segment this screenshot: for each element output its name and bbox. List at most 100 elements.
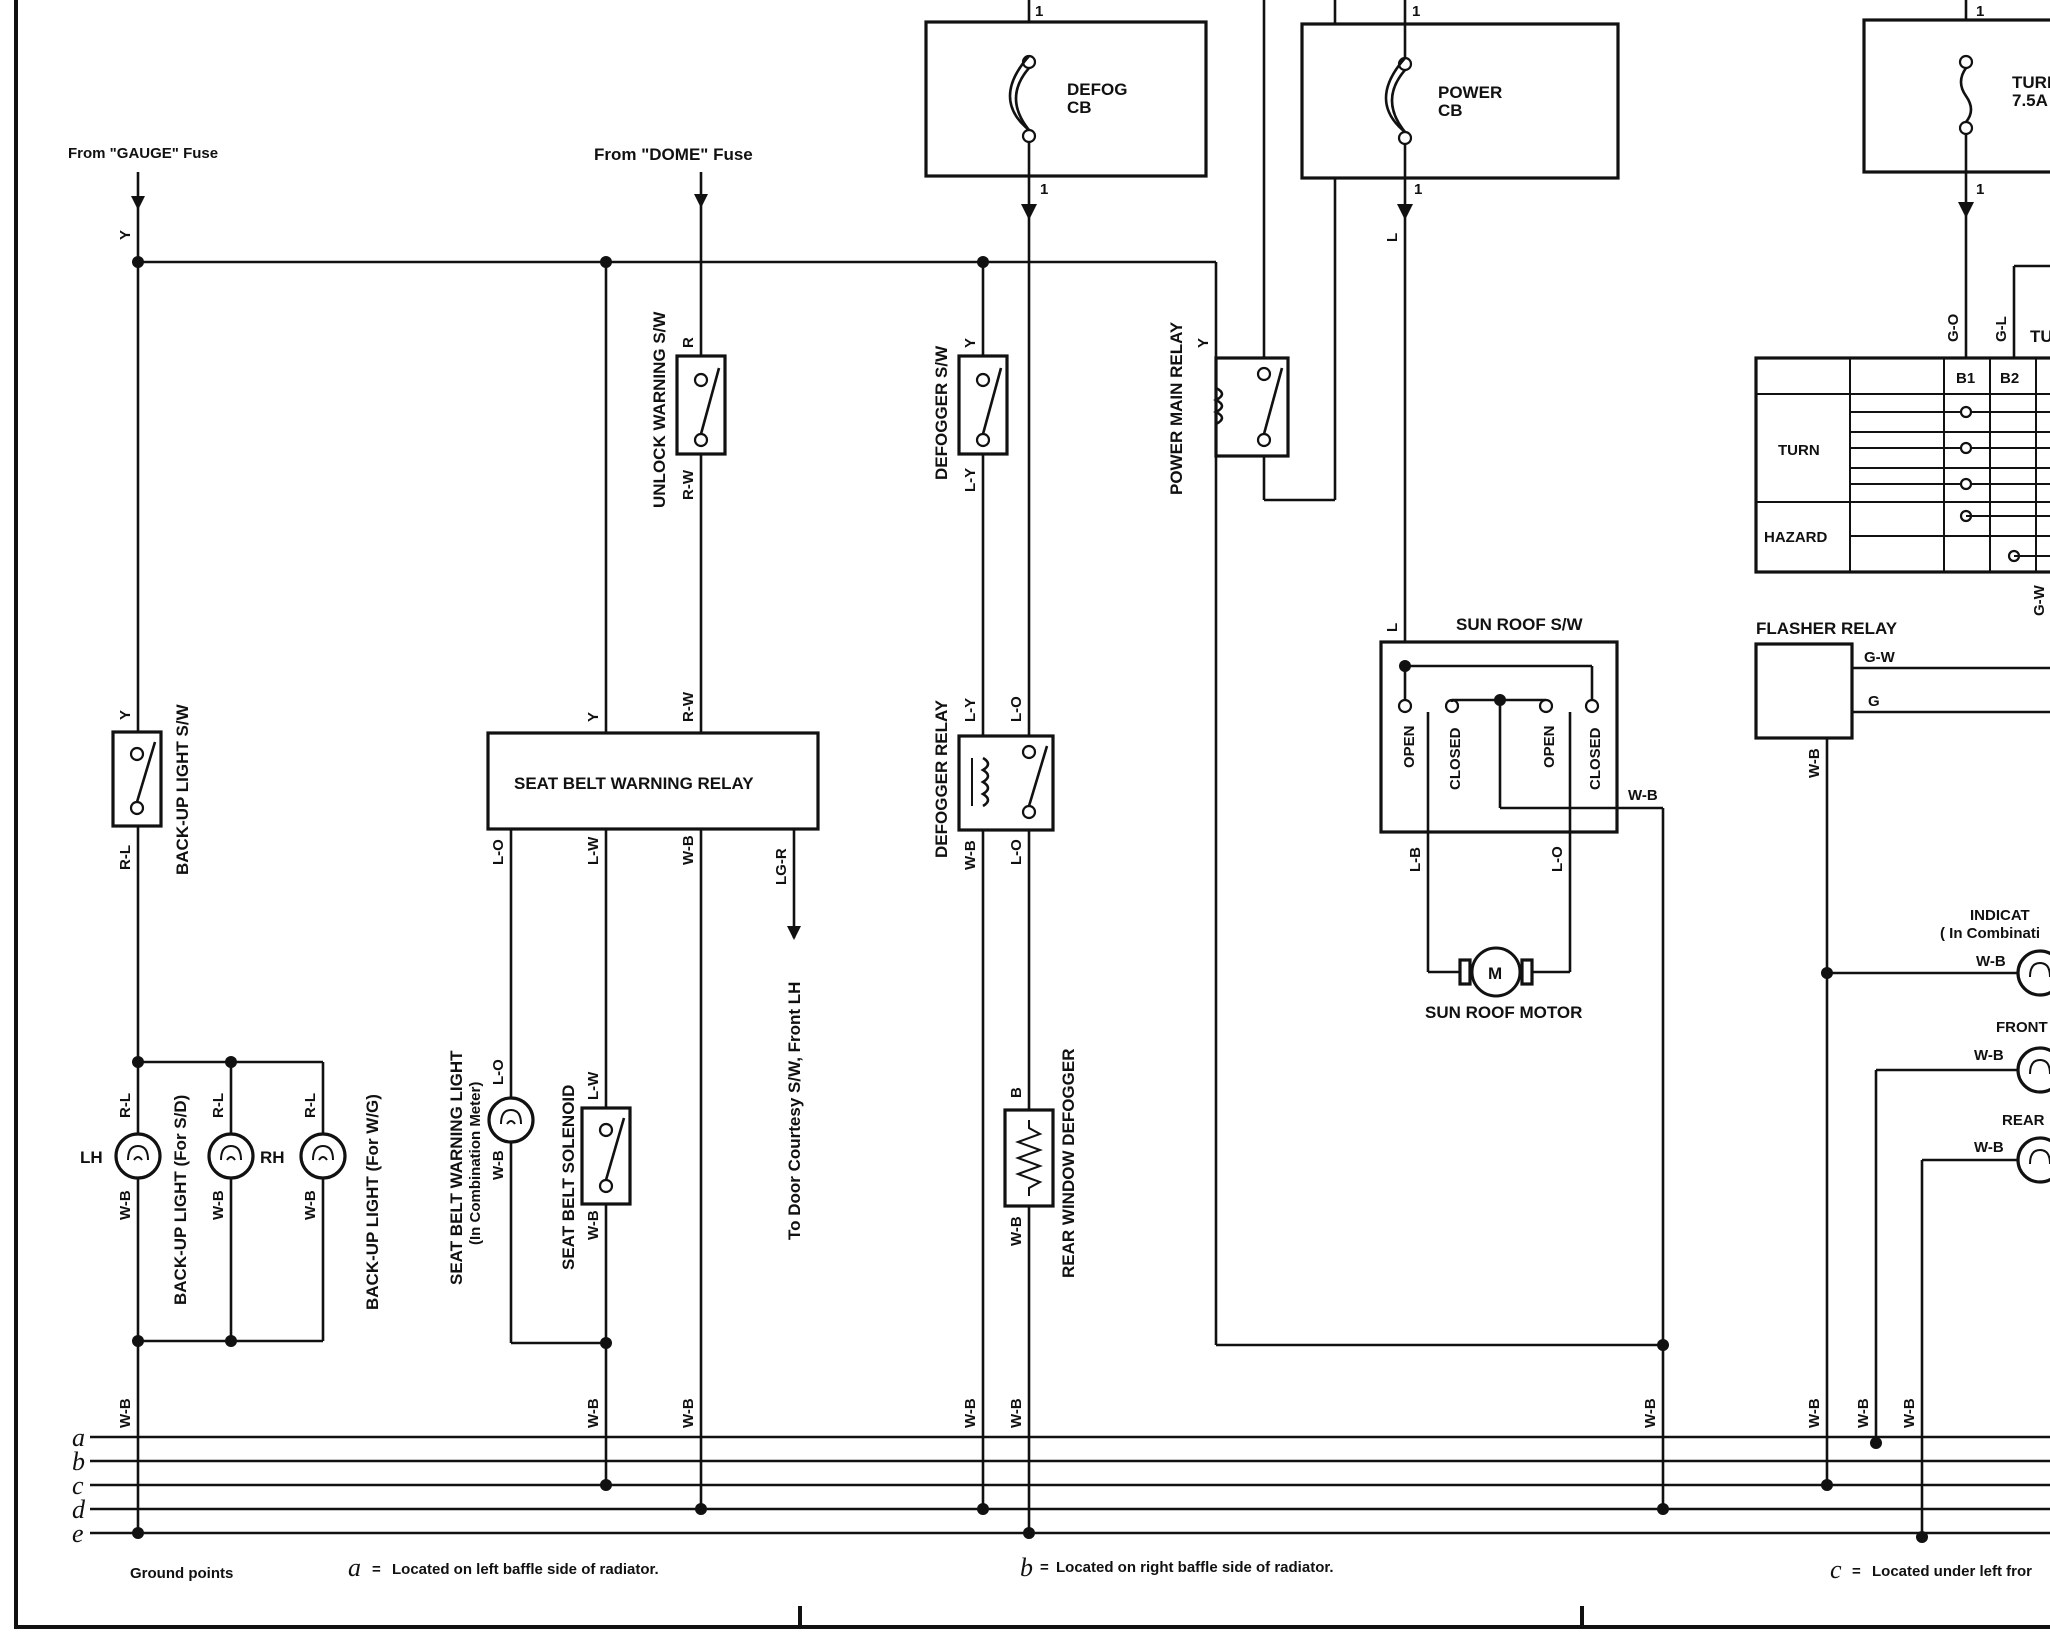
label-seat-belt-light-sub: (In Combination Meter) — [467, 1082, 484, 1245]
ground-letter-d: d — [72, 1495, 86, 1524]
wire-label-wb-flasher-gnd: W-B — [1806, 1398, 1823, 1428]
defog-pin-bottom: 1 — [1040, 181, 1048, 198]
wire-label-wb-defog-gnd2: W-B — [1008, 1398, 1025, 1428]
flasher-relay: FLASHER RELAY G-W G W-B W-B — [1754, 619, 2050, 1491]
wire-label-wb-lh: W-B — [117, 1190, 134, 1220]
label-open-1: OPEN — [1401, 725, 1418, 768]
label-defogger-relay: DEFOGGER RELAY — [932, 699, 951, 858]
wire-label-gl: G-L — [1993, 316, 2010, 342]
label-seat-belt-warning-light: SEAT BELT WARNING LIGHT — [447, 1050, 466, 1285]
wire-label-rl-lh: R-L — [117, 1093, 134, 1118]
wire-label-wb-front: W-B — [1974, 1047, 2004, 1064]
ground-notes: Ground points a = Located on left baffle… — [130, 1553, 2032, 1584]
label-rear: REAR — [2002, 1112, 2045, 1129]
label-sun-roof-sw: SUN ROOF S/W — [1456, 615, 1584, 634]
power-pin-top: 1 — [1412, 3, 1420, 20]
wire-label-wb-solenoid-gnd: W-B — [585, 1398, 602, 1428]
wire-label-gw-flasher: G-W — [1864, 649, 1896, 666]
power-relay-coil-icon — [1213, 386, 1224, 426]
wire-label-y-seatbelt: Y — [585, 712, 602, 722]
turn-hazard-circuit: 1 TURN 7.5A 1 G-O G-L TU B1 B2 TURN HAZA… — [1754, 0, 2050, 616]
wire-label-lo-sunroof: L-O — [1549, 846, 1566, 872]
backup-light-switch: Y R-L BACK-UP LIGHT S/W — [111, 703, 192, 875]
turn-pin-bottom: 1 — [1976, 181, 1984, 198]
wire-label-ly-defogger: L-Y — [962, 468, 979, 492]
label-closed-2: CLOSED — [1587, 727, 1604, 790]
seat-belt-warning-relay: Y SEAT BELT WARNING RELAY L-O L-W W-B LG… — [486, 262, 820, 1485]
note-eq-b: = — [1040, 1559, 1049, 1576]
label-backup-light-sd: BACK-UP LIGHT (For S/D) — [171, 1095, 190, 1305]
backup-lights: LH RH R-L W-B R-L W-B R-L W-B BACK-UP LI… — [80, 1056, 382, 1539]
ground-letter-a: a — [72, 1423, 85, 1452]
wire-label-l-sunroof: L — [1384, 623, 1401, 632]
wire-label-wb-defog-relay: W-B — [962, 840, 979, 870]
wire-label-lw-solenoid: L-W — [585, 1071, 602, 1100]
label-defogger-sw: DEFOGGER S/W — [932, 345, 951, 480]
seat-belt-solenoid: L-W W-B SEAT BELT SOLENOID W-B W-B — [559, 1071, 707, 1515]
ground-letter-b: b — [72, 1447, 85, 1476]
defog-pin-top: 1 — [1035, 3, 1043, 20]
wire-label-lgr-relay: LG-R — [773, 848, 790, 885]
note-c: Located under left fror — [1872, 1563, 2032, 1580]
label-unlock-warning-sw: UNLOCK WARNING S/W — [650, 311, 669, 508]
table-col-b2: B2 — [2000, 370, 2019, 387]
wire-label-wb-rear: W-B — [1974, 1139, 2004, 1156]
label-defog: DEFOG — [1067, 80, 1127, 99]
backup-lamp-wg-icon — [299, 1132, 347, 1180]
label-tu: TU — [2030, 327, 2050, 346]
note-letter-c: c — [1830, 1555, 1842, 1584]
defogger-circuit: 1 DEFOG CB 1 Y L-Y DEFOGGER S/W L-Y — [924, 0, 1208, 1539]
label-from-gauge-fuse: From "GAUGE" Fuse — [68, 145, 218, 162]
wire-label-wb-relay-gnd: W-B — [680, 1398, 697, 1428]
label-turn-fuse-rating: 7.5A — [2012, 91, 2048, 110]
sun-roof-circuit: 1 POWER CB 1 L L SUN ROOF S/W — [1300, 0, 1669, 1515]
turn-signal-lamps: INDICAT ( In Combinati W-B FRONT W-B REA… — [1855, 907, 2050, 1543]
table-col-b1: B1 — [1956, 370, 1975, 387]
label-from-dome-fuse: From "DOME" Fuse — [594, 145, 753, 164]
wire-label-rl-wg: R-L — [302, 1093, 319, 1118]
seat-belt-lamp-icon — [487, 1096, 535, 1144]
turn-pin-top: 1 — [1976, 3, 1984, 20]
motor-m-icon: M — [1488, 964, 1502, 983]
wire-label-lb-sunroof: L-B — [1407, 847, 1424, 872]
label-power-main-relay: POWER MAIN RELAY — [1167, 321, 1186, 495]
table-row-turn: TURN — [1778, 442, 1820, 459]
wire-label-wb-sunroof: W-B — [1628, 787, 1658, 804]
label-rear-window-defogger: REAR WINDOW DEFOGGER — [1059, 1049, 1078, 1279]
wire-label-g-flasher: G — [1868, 693, 1880, 710]
note-eq-a: = — [372, 1561, 381, 1578]
label-power-cb: CB — [1438, 101, 1463, 120]
wire-label-wb-sunroof-gnd: W-B — [1642, 1398, 1659, 1428]
wire-label-ly-relay: L-Y — [962, 698, 979, 722]
label-seat-belt-solenoid: SEAT BELT SOLENOID — [559, 1085, 578, 1270]
label-flasher-relay: FLASHER RELAY — [1756, 619, 1898, 638]
gauge-feed: From "GAUGE" Fuse Y — [68, 145, 1218, 1533]
wire-label-wb-front-gnd: W-B — [1855, 1398, 1872, 1428]
note-letter-a: a — [348, 1553, 361, 1582]
wire-label-y-power: Y — [1195, 338, 1212, 348]
ground-bus: a b c d e — [72, 1423, 2050, 1548]
unlock-warning-circuit: From "DOME" Fuse R R-W UNLOCK WARNING S/… — [594, 145, 753, 1509]
wire-label-go: G-O — [1945, 313, 1962, 342]
label-door-courtesy: To Door Courtesy S/W, Front LH — [785, 982, 804, 1240]
wire-label-y-backup: Y — [117, 710, 134, 720]
label-seat-belt-warning-relay: SEAT BELT WARNING RELAY — [514, 774, 754, 793]
label-rh: RH — [260, 1148, 285, 1167]
backup-lamp-rh-icon — [207, 1132, 255, 1180]
label-turn-fuse: TURN — [2012, 73, 2050, 92]
label-ground-points: Ground points — [130, 1565, 233, 1582]
wire-label-y-defogger: Y — [962, 338, 979, 348]
wire-label-y: Y — [117, 230, 134, 240]
wire-label-gw-table: G-W — [2031, 584, 2048, 616]
wire-label-l-power: L — [1384, 233, 1401, 242]
indicator-lamp-icon — [2016, 949, 2050, 997]
label-lh: LH — [80, 1148, 103, 1167]
wire-label-lo-relay: L-O — [490, 839, 507, 865]
note-letter-b: b — [1020, 1553, 1033, 1582]
note-b: Located on right baffle side of radiator… — [1056, 1559, 1334, 1576]
wire-label-lo-light: L-O — [490, 1059, 507, 1085]
power-pin-bottom: 1 — [1414, 181, 1422, 198]
label-defog-cb: CB — [1067, 98, 1092, 117]
wire-label-wb-solenoid: W-B — [585, 1210, 602, 1240]
